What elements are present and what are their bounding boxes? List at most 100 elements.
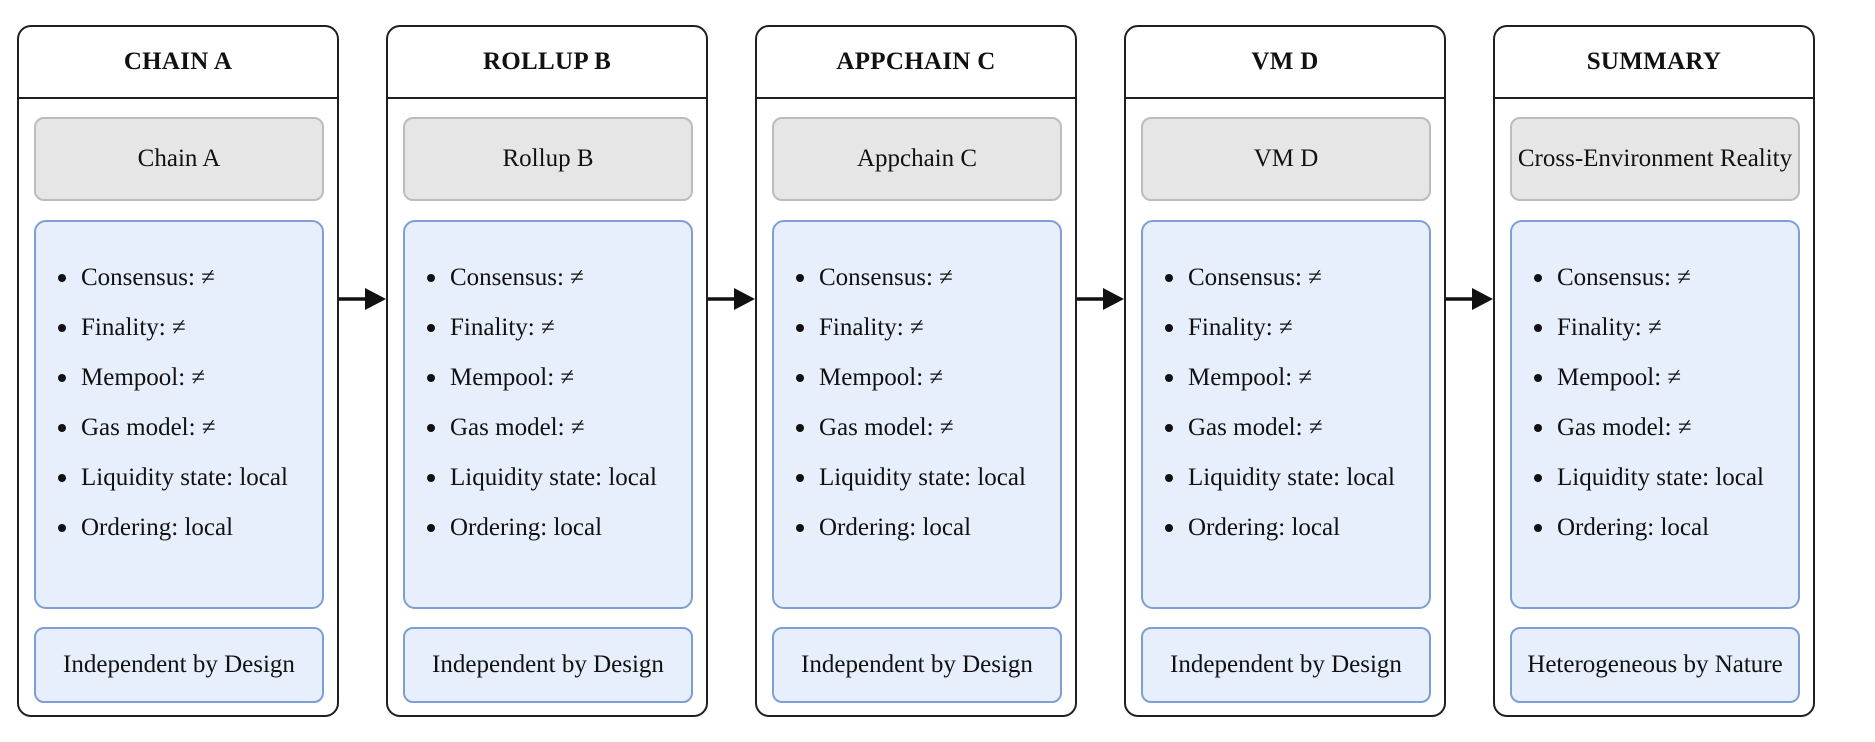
environment-name-box: VM D: [1141, 117, 1431, 201]
bullet-icon: [1165, 374, 1173, 382]
bullet-icon: [427, 274, 435, 282]
property-item: Consensus: ≠: [405, 260, 691, 310]
property-item: Consensus: ≠: [774, 260, 1060, 310]
bullet-icon: [1165, 474, 1173, 482]
property-text: Liquidity state: local: [81, 464, 288, 491]
bullet-icon: [1534, 274, 1542, 282]
property-text: Consensus: ≠: [450, 264, 584, 291]
bullet-icon: [796, 274, 804, 282]
property-item: Mempool: ≠: [1143, 360, 1429, 410]
bullet-icon: [1534, 374, 1542, 382]
panel-footer: Heterogeneous by Nature: [1510, 627, 1800, 703]
property-item: Liquidity state: local: [36, 460, 322, 510]
bullet-icon: [1165, 324, 1173, 332]
property-item: Gas model: ≠: [1512, 410, 1798, 460]
property-item: Finality: ≠: [405, 310, 691, 360]
property-item: Liquidity state: local: [774, 460, 1060, 510]
property-text: Consensus: ≠: [819, 264, 953, 291]
arrow-right-icon: [708, 284, 756, 314]
bullet-icon: [427, 374, 435, 382]
property-item: Mempool: ≠: [405, 360, 691, 410]
property-text: Mempool: ≠: [450, 364, 575, 391]
arrow-right-icon: [1446, 284, 1494, 314]
property-text: Finality: ≠: [1557, 314, 1662, 341]
property-item: Gas model: ≠: [405, 410, 691, 460]
environment-name-box: Rollup B: [403, 117, 693, 201]
bullet-icon: [58, 324, 66, 332]
property-item: Mempool: ≠: [1512, 360, 1798, 410]
panel-footer: Independent by Design: [1141, 627, 1431, 703]
panel-header: APPCHAIN C: [757, 27, 1075, 99]
properties-list: Consensus: ≠ Finality: ≠ Mempool: ≠ Gas mod…: [1143, 222, 1429, 560]
property-text: Gas model: ≠: [450, 414, 585, 441]
bullet-icon: [427, 424, 435, 432]
panel-footer: Independent by Design: [772, 627, 1062, 703]
property-item: Ordering: local: [774, 510, 1060, 560]
bullet-icon: [58, 524, 66, 532]
property-text: Mempool: ≠: [81, 364, 206, 391]
arrow-right-icon: [339, 284, 387, 314]
property-text: Mempool: ≠: [1557, 364, 1682, 391]
property-item: Finality: ≠: [36, 310, 322, 360]
property-text: Consensus: ≠: [81, 264, 215, 291]
property-item: Gas model: ≠: [1143, 410, 1429, 460]
bullet-icon: [1534, 324, 1542, 332]
property-text: Ordering: local: [450, 514, 603, 541]
property-item: Consensus: ≠: [36, 260, 322, 310]
property-text: Gas model: ≠: [1557, 414, 1692, 441]
property-text: Liquidity state: local: [1557, 464, 1764, 491]
property-text: Liquidity state: local: [450, 464, 657, 491]
bullet-icon: [427, 324, 435, 332]
property-text: Mempool: ≠: [819, 364, 944, 391]
environment-name-box: Cross-Environment Reality: [1510, 117, 1800, 201]
bullet-icon: [796, 424, 804, 432]
property-text: Gas model: ≠: [1188, 414, 1323, 441]
environment-name-box: Chain A: [34, 117, 324, 201]
properties-list: Consensus: ≠ Finality: ≠ Mempool: ≠ Gas mod…: [1512, 222, 1798, 560]
properties-list: Consensus: ≠ Finality: ≠ Mempool: ≠ Gas mod…: [774, 222, 1060, 560]
environment-name-box: Appchain C: [772, 117, 1062, 201]
property-item: Ordering: local: [36, 510, 322, 560]
panel-header: SUMMARY: [1495, 27, 1813, 99]
bullet-icon: [58, 274, 66, 282]
panel-footer: Independent by Design: [34, 627, 324, 703]
property-item: Ordering: local: [1512, 510, 1798, 560]
properties-box: Consensus: ≠ Finality: ≠ Mempool: ≠ Gas mod…: [772, 220, 1062, 609]
property-item: Mempool: ≠: [774, 360, 1060, 410]
bullet-icon: [796, 524, 804, 532]
bullet-icon: [1534, 424, 1542, 432]
bullet-icon: [796, 324, 804, 332]
property-text: Finality: ≠: [1188, 314, 1293, 341]
property-item: Finality: ≠: [774, 310, 1060, 360]
property-item: Liquidity state: local: [1143, 460, 1429, 510]
property-item: Liquidity state: local: [405, 460, 691, 510]
property-text: Liquidity state: local: [819, 464, 1026, 491]
bullet-icon: [796, 374, 804, 382]
property-item: Ordering: local: [1143, 510, 1429, 560]
properties-box: Consensus: ≠ Finality: ≠ Mempool: ≠ Gas mod…: [34, 220, 324, 609]
panel-appchain-c: APPCHAIN C Appchain C Consensus: ≠ Finality…: [755, 25, 1077, 717]
property-item: Mempool: ≠: [36, 360, 322, 410]
property-item: Finality: ≠: [1512, 310, 1798, 360]
property-item: Gas model: ≠: [36, 410, 322, 460]
bullet-icon: [58, 474, 66, 482]
property-item: Gas model: ≠: [774, 410, 1060, 460]
property-text: Ordering: local: [819, 514, 972, 541]
property-text: Finality: ≠: [450, 314, 555, 341]
property-text: Finality: ≠: [81, 314, 186, 341]
bullet-icon: [58, 374, 66, 382]
property-text: Ordering: local: [1557, 514, 1710, 541]
property-item: Consensus: ≠: [1143, 260, 1429, 310]
bullet-icon: [427, 524, 435, 532]
property-text: Consensus: ≠: [1188, 264, 1322, 291]
property-text: Ordering: local: [81, 514, 234, 541]
property-item: Liquidity state: local: [1512, 460, 1798, 510]
properties-list: Consensus: ≠ Finality: ≠ Mempool: ≠ Gas mod…: [36, 222, 322, 560]
property-text: Gas model: ≠: [81, 414, 216, 441]
property-text: Consensus: ≠: [1557, 264, 1691, 291]
properties-box: Consensus: ≠ Finality: ≠ Mempool: ≠ Gas mod…: [1510, 220, 1800, 609]
